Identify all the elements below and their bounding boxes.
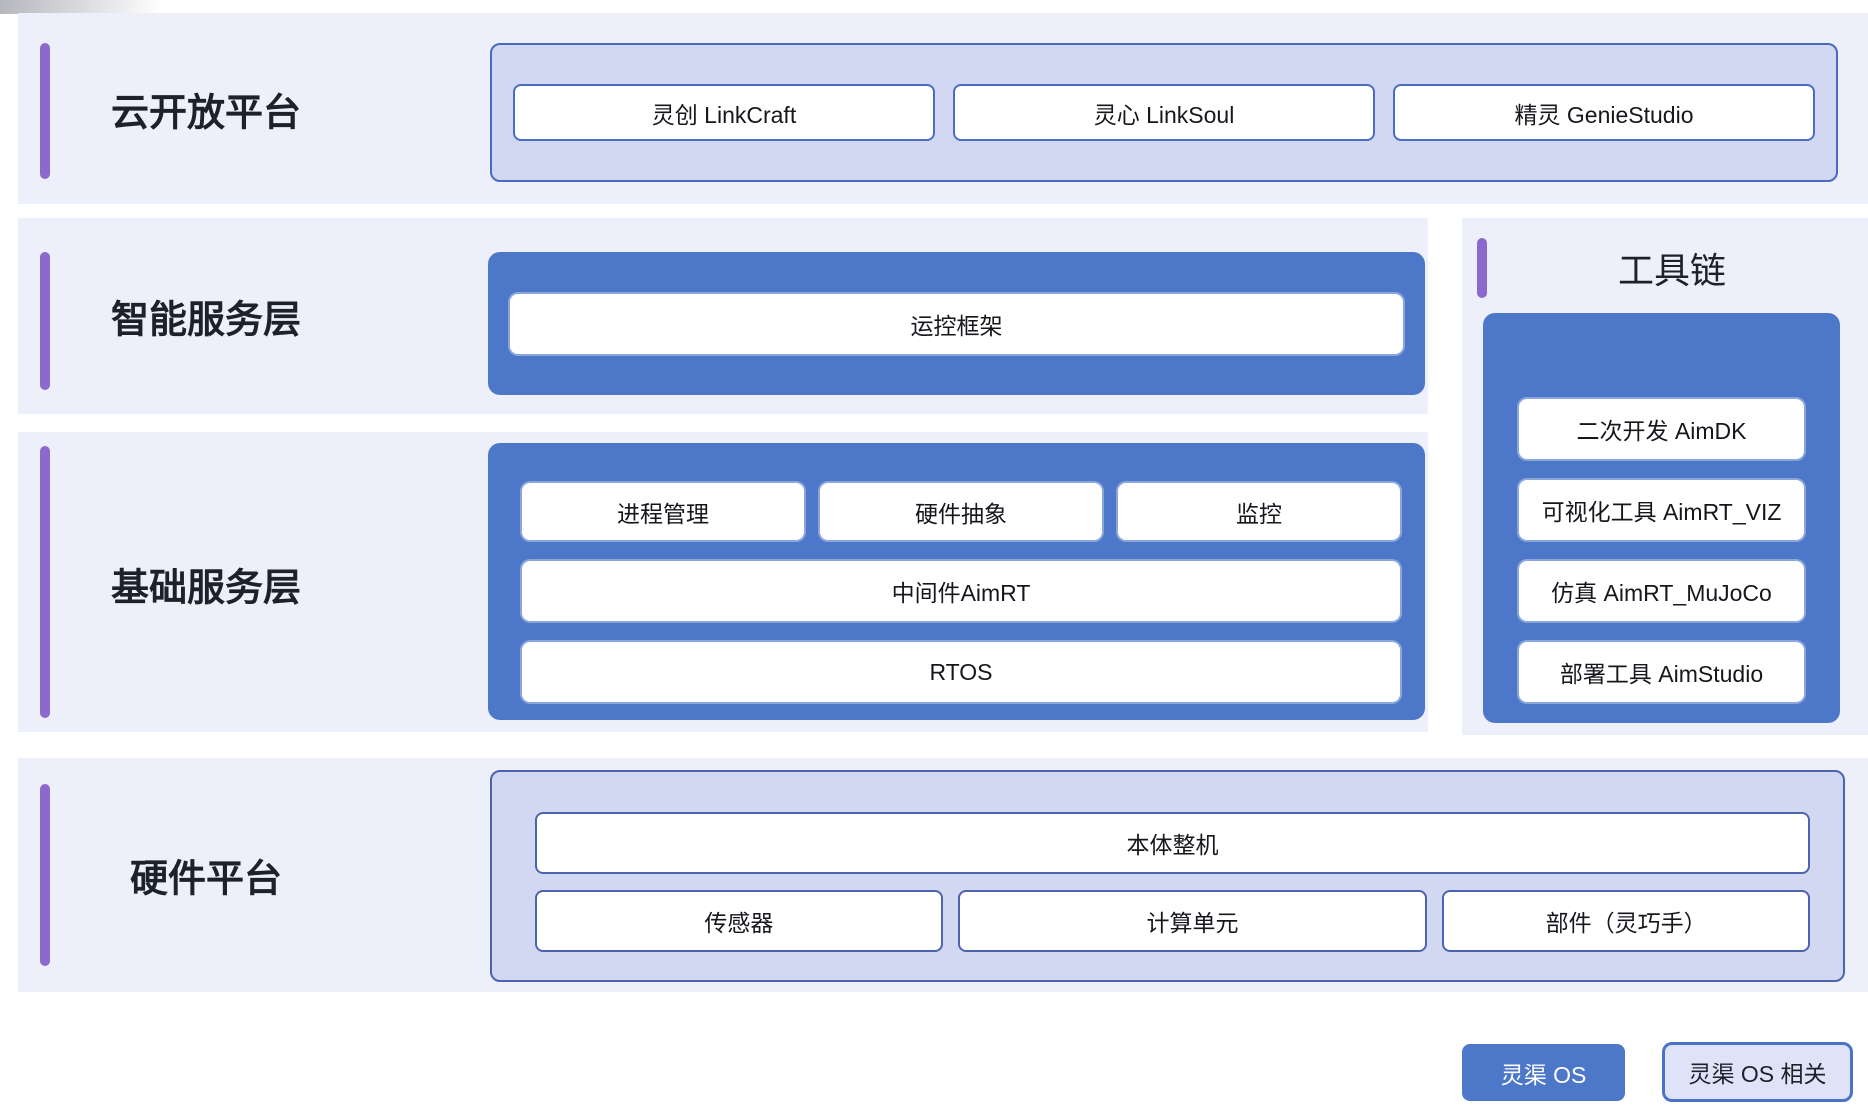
row-title-intelligent: 智能服务层: [110, 299, 301, 342]
box-motion-control-framework: 运控框架: [510, 293, 1403, 354]
box-rtos: RTOS: [522, 642, 1400, 702]
cloud-platform-container: 灵创 LinkCraft 灵心 LinkSoul 精灵 GenieStudio: [490, 43, 1838, 182]
row-foundation-service-layer: 基础服务层 进程管理 硬件抽象 监控 中间件AimRT RTOS: [18, 432, 1428, 732]
toolchain-container: 二次开发 AimDK 可视化工具 AimRT_VIZ 仿真 AimRT_MuJo…: [1483, 313, 1840, 723]
box-aimstudio: 部署工具 AimStudio: [1519, 642, 1804, 702]
screenshot-corner-shadow: [0, 0, 250, 14]
row-title-cloud: 云开放平台: [110, 92, 301, 135]
box-geniestudio: 精灵 GenieStudio: [1393, 84, 1815, 141]
box-linksoul: 灵心 LinkSoul: [953, 84, 1375, 141]
box-aimrt-mujoco: 仿真 AimRT_MuJoCo: [1519, 561, 1804, 621]
hardware-platform-container: 本体整机 传感器 计算单元 部件（灵巧手）: [490, 770, 1845, 982]
accent-bar: [40, 252, 50, 390]
box-middleware-aimrt: 中间件AimRT: [522, 561, 1400, 621]
row-title-foundation: 基础服务层: [110, 567, 301, 610]
accent-bar: [1477, 238, 1487, 298]
row-hardware-platform: 硬件平台 本体整机 传感器 计算单元 部件（灵巧手）: [18, 758, 1868, 992]
foundation-top-row: 进程管理 硬件抽象 监控: [522, 483, 1400, 540]
box-sensors: 传感器: [535, 890, 943, 952]
row-cloud-platform: 云开放平台 灵创 LinkCraft 灵心 LinkSoul 精灵 GenieS…: [18, 13, 1868, 204]
box-compute-unit: 计算单元: [957, 890, 1428, 952]
intelligent-service-container: 运控框架: [488, 252, 1425, 395]
box-linkcraft: 灵创 LinkCraft: [513, 84, 935, 141]
box-aimrt-viz: 可视化工具 AimRT_VIZ: [1519, 480, 1804, 540]
box-process-management: 进程管理: [522, 483, 804, 540]
panel-toolchain: 工具链 二次开发 AimDK 可视化工具 AimRT_VIZ 仿真 AimRT_…: [1462, 218, 1868, 735]
hardware-bottom-row: 传感器 计算单元 部件（灵巧手）: [535, 890, 1810, 952]
legend-lingqu-os: 灵渠 OS: [1462, 1044, 1625, 1101]
toolchain-title: 工具链: [1617, 250, 1726, 291]
box-robot-body: 本体整机: [535, 812, 1810, 874]
box-monitoring: 监控: [1118, 483, 1400, 540]
box-aimdk: 二次开发 AimDK: [1519, 399, 1804, 459]
box-parts-dexterous-hand: 部件（灵巧手）: [1442, 890, 1810, 952]
accent-bar: [40, 43, 50, 179]
row-title-hardware: 硬件平台: [129, 858, 282, 901]
box-hardware-abstraction: 硬件抽象: [820, 483, 1102, 540]
legend-lingqu-os-related: 灵渠 OS 相关: [1662, 1042, 1853, 1102]
row-intelligent-service-layer: 智能服务层 运控框架: [18, 218, 1428, 414]
foundation-service-container: 进程管理 硬件抽象 监控 中间件AimRT RTOS: [488, 443, 1425, 720]
accent-bar: [40, 784, 50, 966]
accent-bar: [40, 446, 50, 718]
